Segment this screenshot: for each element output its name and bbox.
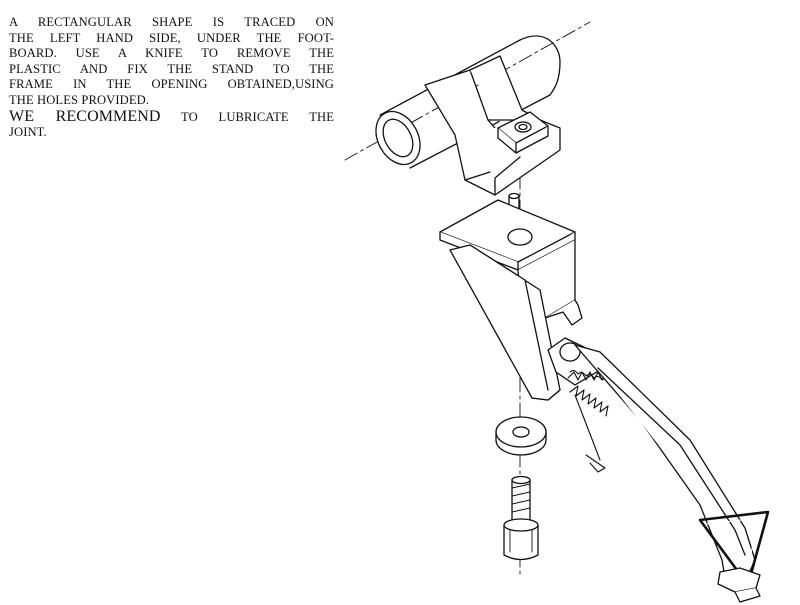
instruction-line-3: BOARD. USE A KNIFE TO REMOVE THE [9, 46, 334, 61]
recommend-rest: TO LUBRICATE THE [160, 109, 334, 124]
instruction-line-6: THE HOLES PROVIDED. [9, 92, 150, 107]
washer [496, 417, 546, 455]
bolt [504, 477, 538, 560]
instruction-line-5: FRAME IN THE OPENING OBTAINED,USING [9, 77, 334, 92]
stand-foot [718, 568, 760, 602]
recommendation-line: WE RECOMMEND TO LUBRICATE THE [9, 107, 334, 126]
instruction-line-2: THE LEFT HAND SIDE, UNDER THE FOOT- [9, 30, 334, 45]
recommend-emphasis: WE RECOMMEND [9, 107, 161, 125]
frame-bracket [425, 56, 560, 195]
foot-lever [700, 512, 768, 585]
instruction-line-4: PLASTIC AND FIX THE STAND TO THE [9, 61, 334, 76]
stand-upper-leg [450, 245, 560, 400]
instruction-line-8: JOINT. [9, 125, 47, 140]
return-spring [568, 370, 610, 472]
instruction-text: A RECTANGULAR SHAPE IS TRACED ON THE LEF… [9, 15, 334, 141]
instruction-line-1: A RECTANGULAR SHAPE IS TRACED ON [9, 15, 334, 29]
